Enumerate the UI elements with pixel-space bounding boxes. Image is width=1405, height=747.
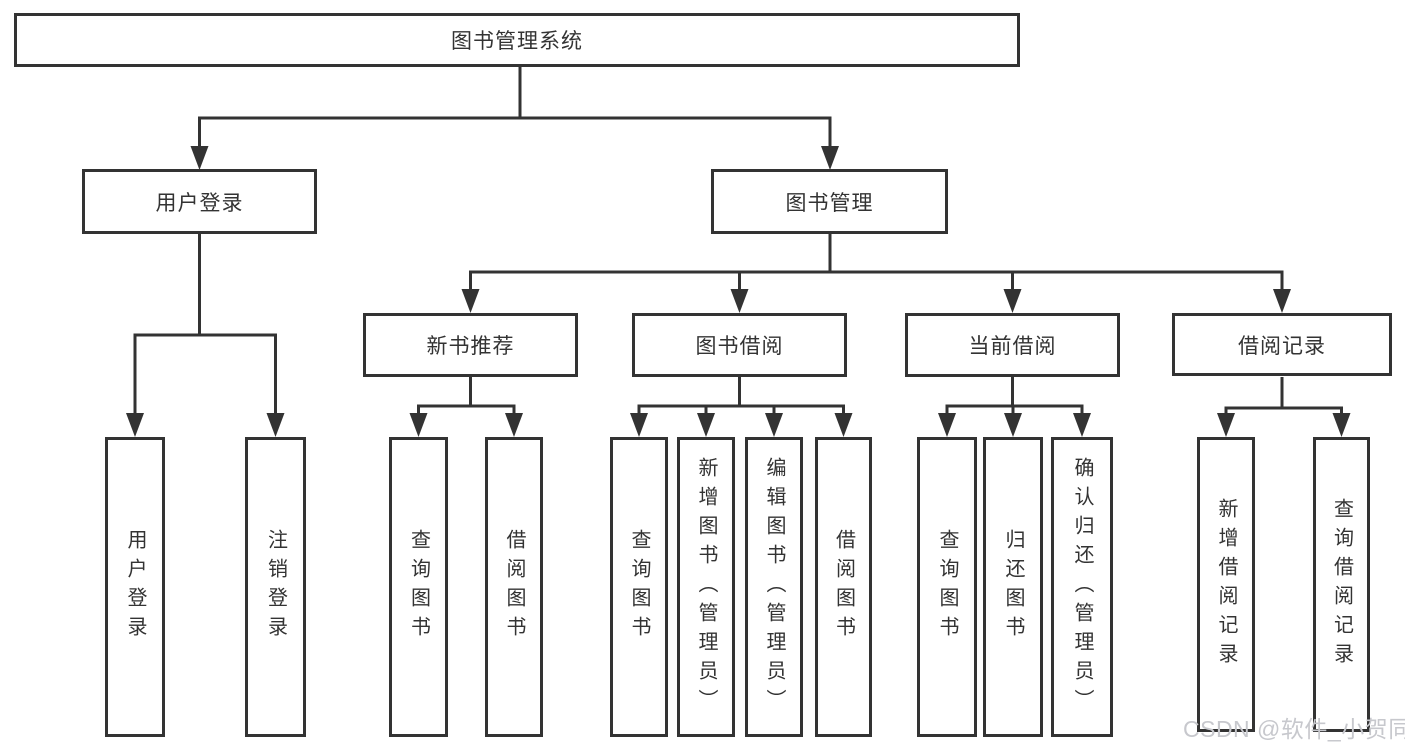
node-query-books-recommend: 查询图书	[389, 437, 448, 737]
node-label: 用户登录	[124, 529, 146, 645]
node-borrowing-records: 借阅记录	[1172, 313, 1392, 376]
node-label: 用户登录	[155, 191, 244, 215]
node-query-books-borrowing: 查询图书	[610, 437, 668, 737]
node-label: 借阅图书	[503, 529, 525, 645]
node-label: 注销登录	[264, 529, 287, 645]
node-label: 编辑图书（管理员）	[763, 456, 785, 718]
node-library-management-system: 图书管理系统	[14, 13, 1020, 67]
node-label: 查询图书	[628, 529, 650, 645]
node-borrow-books-borrowing: 借阅图书	[815, 437, 872, 737]
node-user-login: 用户登录	[82, 169, 317, 234]
node-label: 归还图书	[1002, 529, 1024, 645]
node-label: 新增图书（管理员）	[695, 456, 717, 718]
node-label: 当前借阅	[968, 335, 1057, 358]
node-label: 借阅记录	[1238, 334, 1326, 358]
node-current-borrowing: 当前借阅	[905, 313, 1120, 377]
node-label: 图书借阅	[695, 335, 784, 358]
node-logout: 注销登录	[245, 437, 306, 737]
node-add-borrow-record: 新增借阅记录	[1197, 437, 1255, 732]
node-label: 查询借阅记录	[1330, 497, 1353, 672]
node-label: 图书管理系统	[451, 30, 583, 53]
node-label: 查询图书	[407, 529, 430, 645]
watermark: CSDN @软件_小贺同学	[1183, 716, 1405, 742]
node-return-books: 归还图书	[983, 437, 1043, 737]
node-add-books-admin: 新增图书（管理员）	[677, 437, 735, 737]
node-book-borrowing: 图书借阅	[632, 313, 847, 377]
node-login: 用户登录	[105, 437, 165, 737]
node-label: 借阅图书	[832, 529, 855, 645]
node-label: 新书推荐	[426, 335, 515, 358]
node-query-borrow-record: 查询借阅记录	[1313, 437, 1370, 732]
node-label: 查询图书	[936, 529, 958, 645]
node-book-management: 图书管理	[711, 169, 948, 234]
node-query-books-current: 查询图书	[917, 437, 977, 737]
node-confirm-return-admin: 确认归还（管理员）	[1051, 437, 1113, 737]
node-label: 确认归还（管理员）	[1071, 456, 1093, 718]
node-new-book-recommend: 新书推荐	[363, 313, 578, 377]
node-edit-books-admin: 编辑图书（管理员）	[745, 437, 803, 737]
node-label: 图书管理	[785, 191, 874, 215]
node-label: 新增借阅记录	[1215, 497, 1237, 672]
node-borrow-books-recommend: 借阅图书	[485, 437, 543, 737]
